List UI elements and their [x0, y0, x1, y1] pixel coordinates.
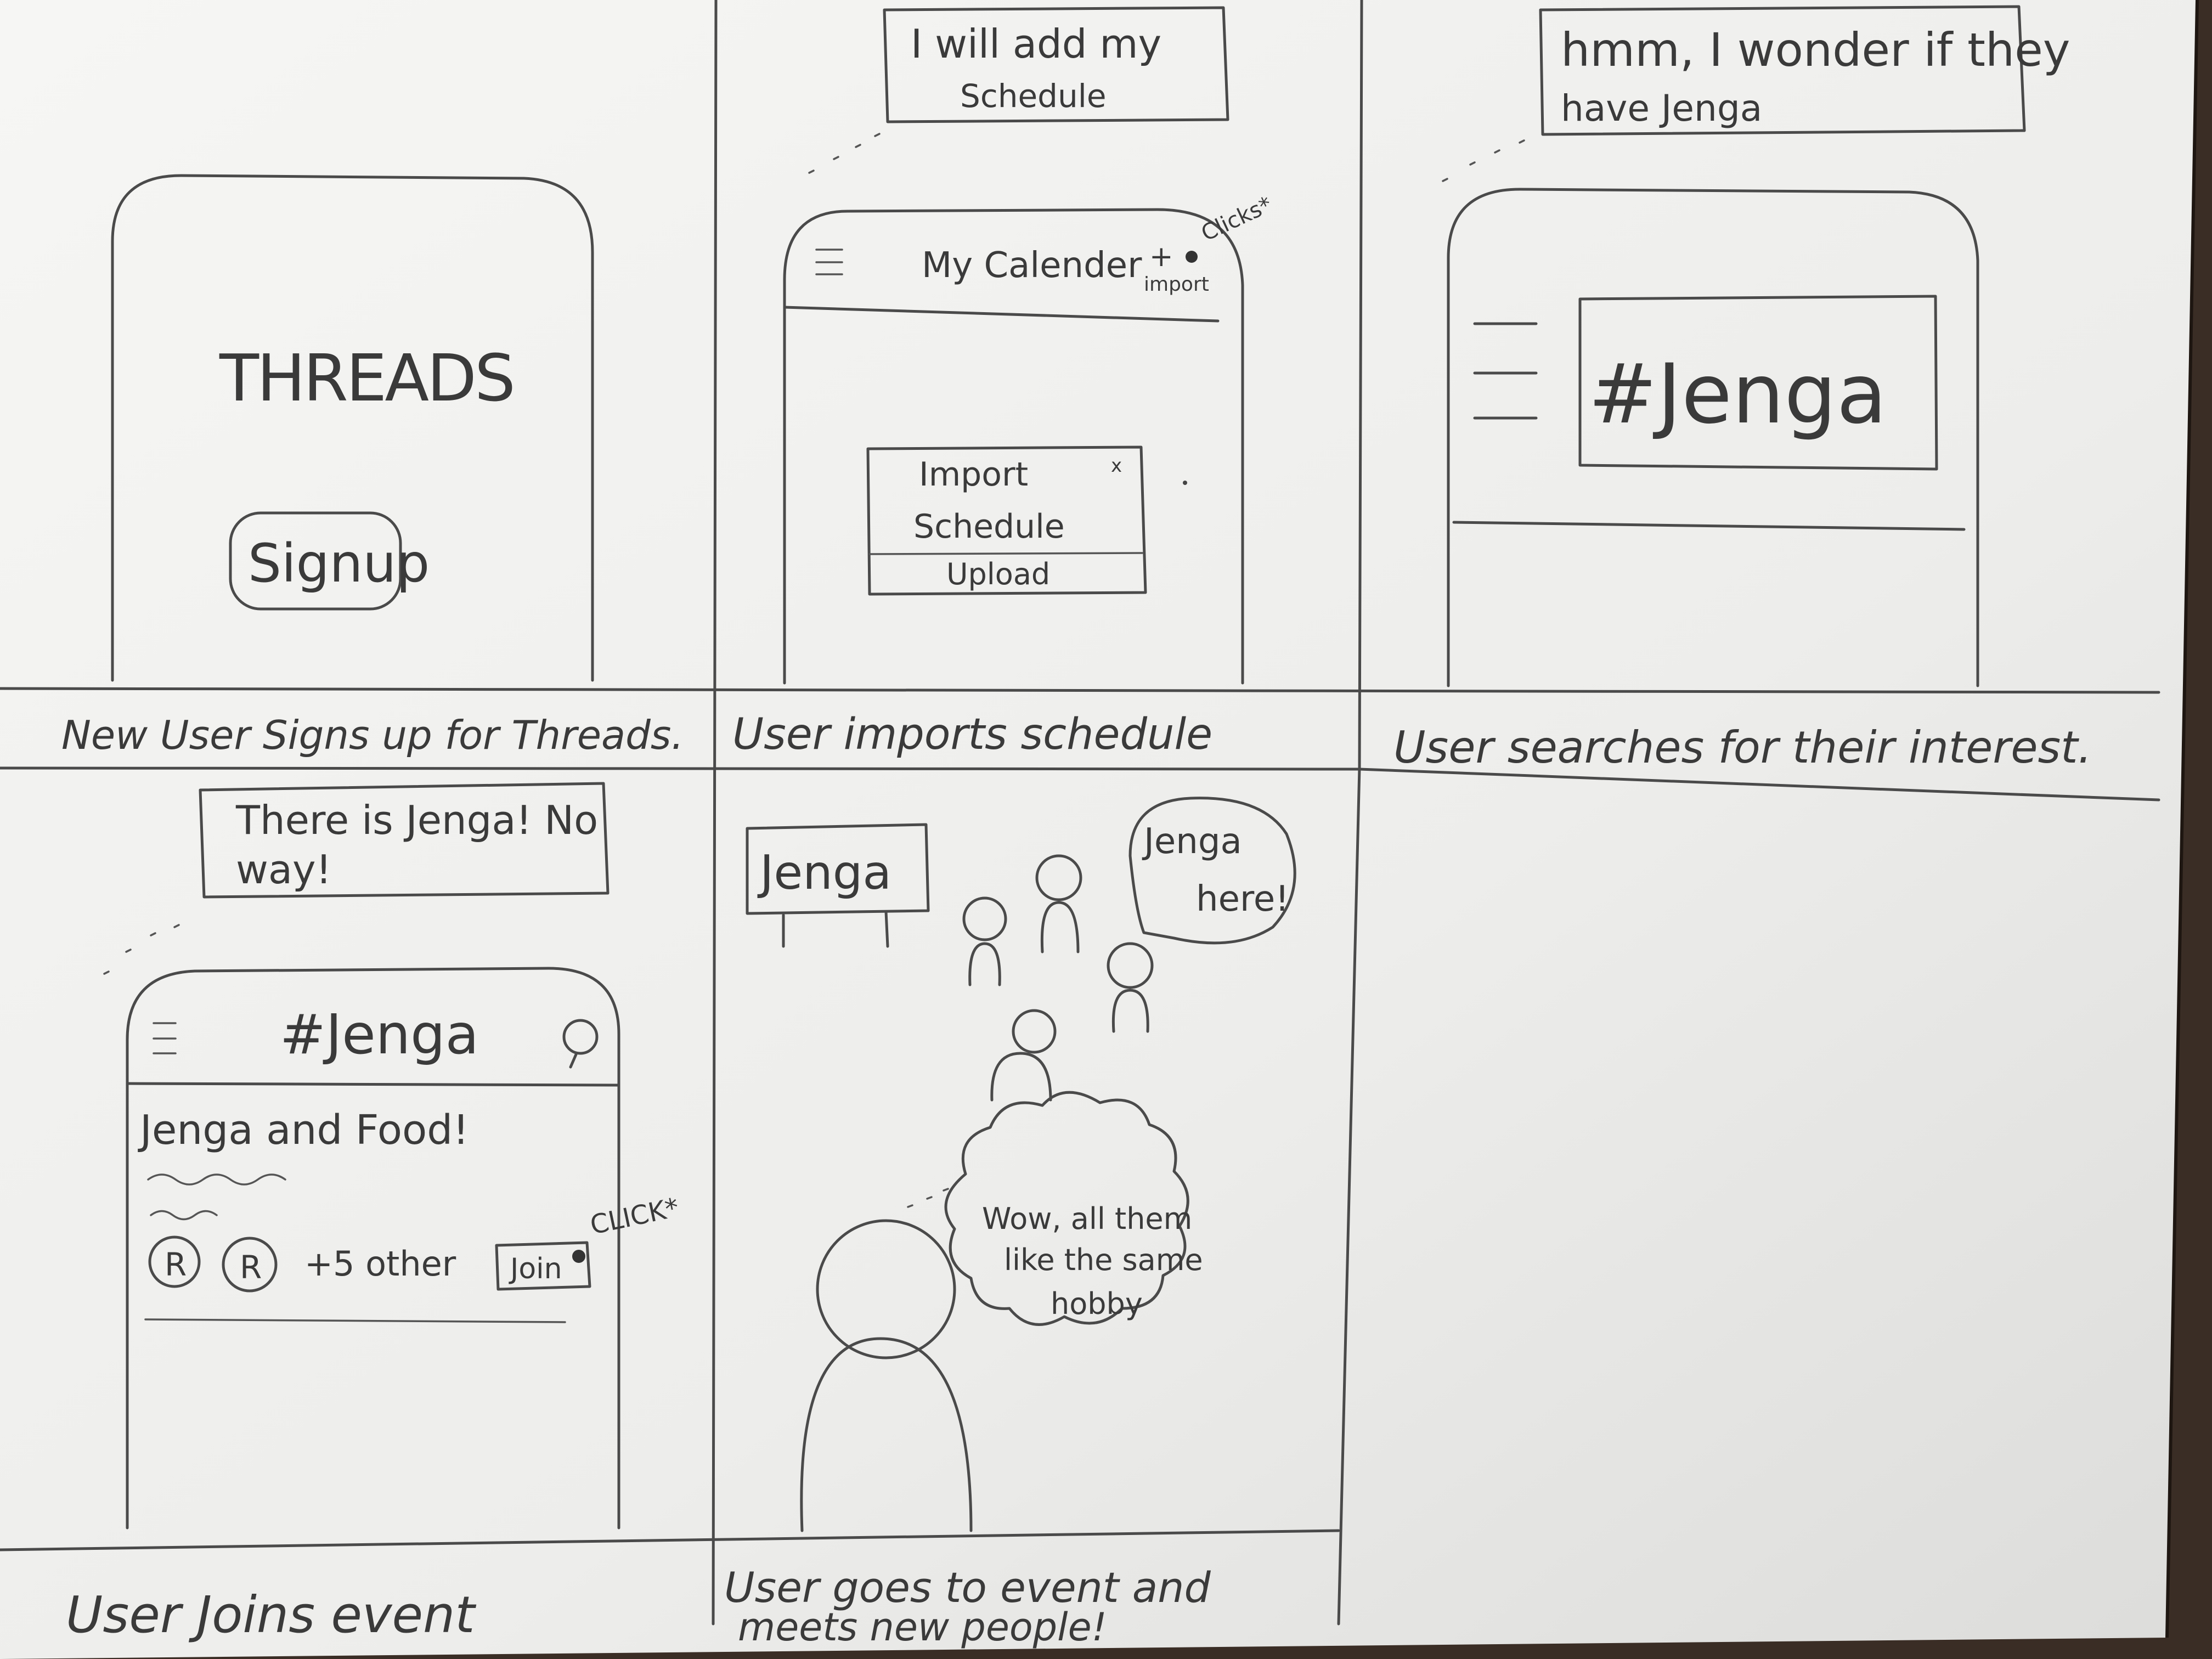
panel-4-thought-box: There is Jenga! No way! — [103, 782, 610, 975]
person-icon — [1035, 854, 1082, 953]
panel-4-caption: User Joins event — [66, 1585, 476, 1644]
person-icon — [962, 896, 1007, 986]
panel-grid — [0, 0, 2160, 1626]
cursor-dot-icon — [572, 1250, 585, 1263]
attendee-avatar: R — [148, 1235, 201, 1288]
event-title: Jenga and Food! — [138, 1107, 469, 1154]
panel-4-thought-line1: There is Jenga! No — [235, 797, 598, 843]
other-attendees-count: +5 other — [304, 1244, 456, 1284]
panel-4-thought-line2: way! — [236, 847, 331, 893]
event-sign: Jenga — [746, 823, 930, 948]
signup-button-label: Signup — [248, 533, 430, 594]
panel-2-caption: User imports schedule — [732, 710, 1212, 759]
search-icon[interactable] — [562, 1019, 599, 1069]
import-dialog-title-2: Schedule — [913, 507, 1065, 546]
attendee-avatar: R — [222, 1237, 278, 1293]
panel-5-caption-line1: User goes to event and — [724, 1563, 1211, 1612]
app-logo: THREADS — [219, 340, 514, 416]
thought-line1: Wow, all them — [982, 1201, 1192, 1236]
event-sign-label: Jenga — [757, 845, 891, 900]
svg-text:R: R — [240, 1249, 262, 1286]
cursor-dot-icon — [1186, 251, 1198, 263]
panel-3-phone: #Jenga — [1447, 188, 1979, 687]
panel-5-scene: Jenga Jenga here! Wow, — [746, 797, 1296, 1532]
import-button-label: + — [1149, 240, 1173, 273]
import-dialog: Import Schedule x Upload — [866, 445, 1147, 596]
thought-line3: hobby — [1051, 1286, 1143, 1321]
svg-text:R: R — [165, 1246, 187, 1283]
import-dialog-title-1: Import — [919, 455, 1028, 494]
upload-button-label: Upload — [946, 557, 1050, 591]
panel-3-thought-line2: have Jenga — [1561, 87, 1762, 129]
panel-2-thought-box: I will add my Schedule — [808, 6, 1229, 174]
hamburger-menu-icon[interactable] — [1473, 322, 1538, 420]
upload-button[interactable]: Upload — [946, 557, 1050, 591]
person-icon — [990, 1009, 1057, 1102]
search-input-value: #Jenga — [1588, 347, 1887, 442]
hamburger-menu-icon[interactable] — [815, 249, 843, 275]
panel-2-phone: My Calender + import Clicks* Import Sche… — [783, 192, 1276, 685]
speech-line2: here! — [1196, 879, 1289, 919]
panel-2-thought-line1: I will add my — [911, 21, 1161, 67]
panel-2-thought-line2: Schedule — [960, 77, 1107, 115]
person-icon — [1107, 942, 1154, 1033]
import-button-text: import — [1144, 273, 1209, 296]
speech-line1: Jenga — [1142, 821, 1242, 862]
import-button[interactable]: + import — [1144, 240, 1209, 296]
calendar-title: My Calender — [922, 245, 1142, 286]
panel-3-thought-box: hmm, I wonder if they have Jenga — [1442, 5, 2070, 182]
thought-line2: like the same — [1004, 1243, 1203, 1277]
panel-1-phone: THREADS Signup — [111, 174, 594, 682]
hamburger-menu-icon[interactable] — [153, 1022, 177, 1054]
channel-title: #Jenga — [280, 1002, 479, 1066]
panel-1-caption: New User Signs up for Threads. — [61, 712, 684, 758]
search-input[interactable]: #Jenga — [1578, 295, 1938, 471]
event-card[interactable]: Jenga and Food! R R +5 other Join CLICK* — [138, 1107, 681, 1323]
join-button[interactable]: Join — [495, 1241, 591, 1291]
panel-3-thought-line1: hmm, I wonder if they — [1561, 23, 2070, 77]
panel-5-caption-line2: meets new people! — [738, 1605, 1107, 1650]
panel-3-caption: User searches for their interest. — [1393, 722, 2092, 773]
panel-4-phone: #Jenga Jenga and Food! R R +5 other Join — [126, 967, 681, 1530]
signup-button[interactable]: Signup — [229, 511, 430, 611]
thought-bubble: Wow, all them like the same hobby — [944, 1091, 1203, 1326]
close-icon[interactable]: x — [1111, 455, 1122, 477]
person-icon — [800, 1219, 973, 1532]
join-button-label: Join — [509, 1252, 562, 1285]
speech-bubble: Jenga here! — [1128, 797, 1296, 945]
